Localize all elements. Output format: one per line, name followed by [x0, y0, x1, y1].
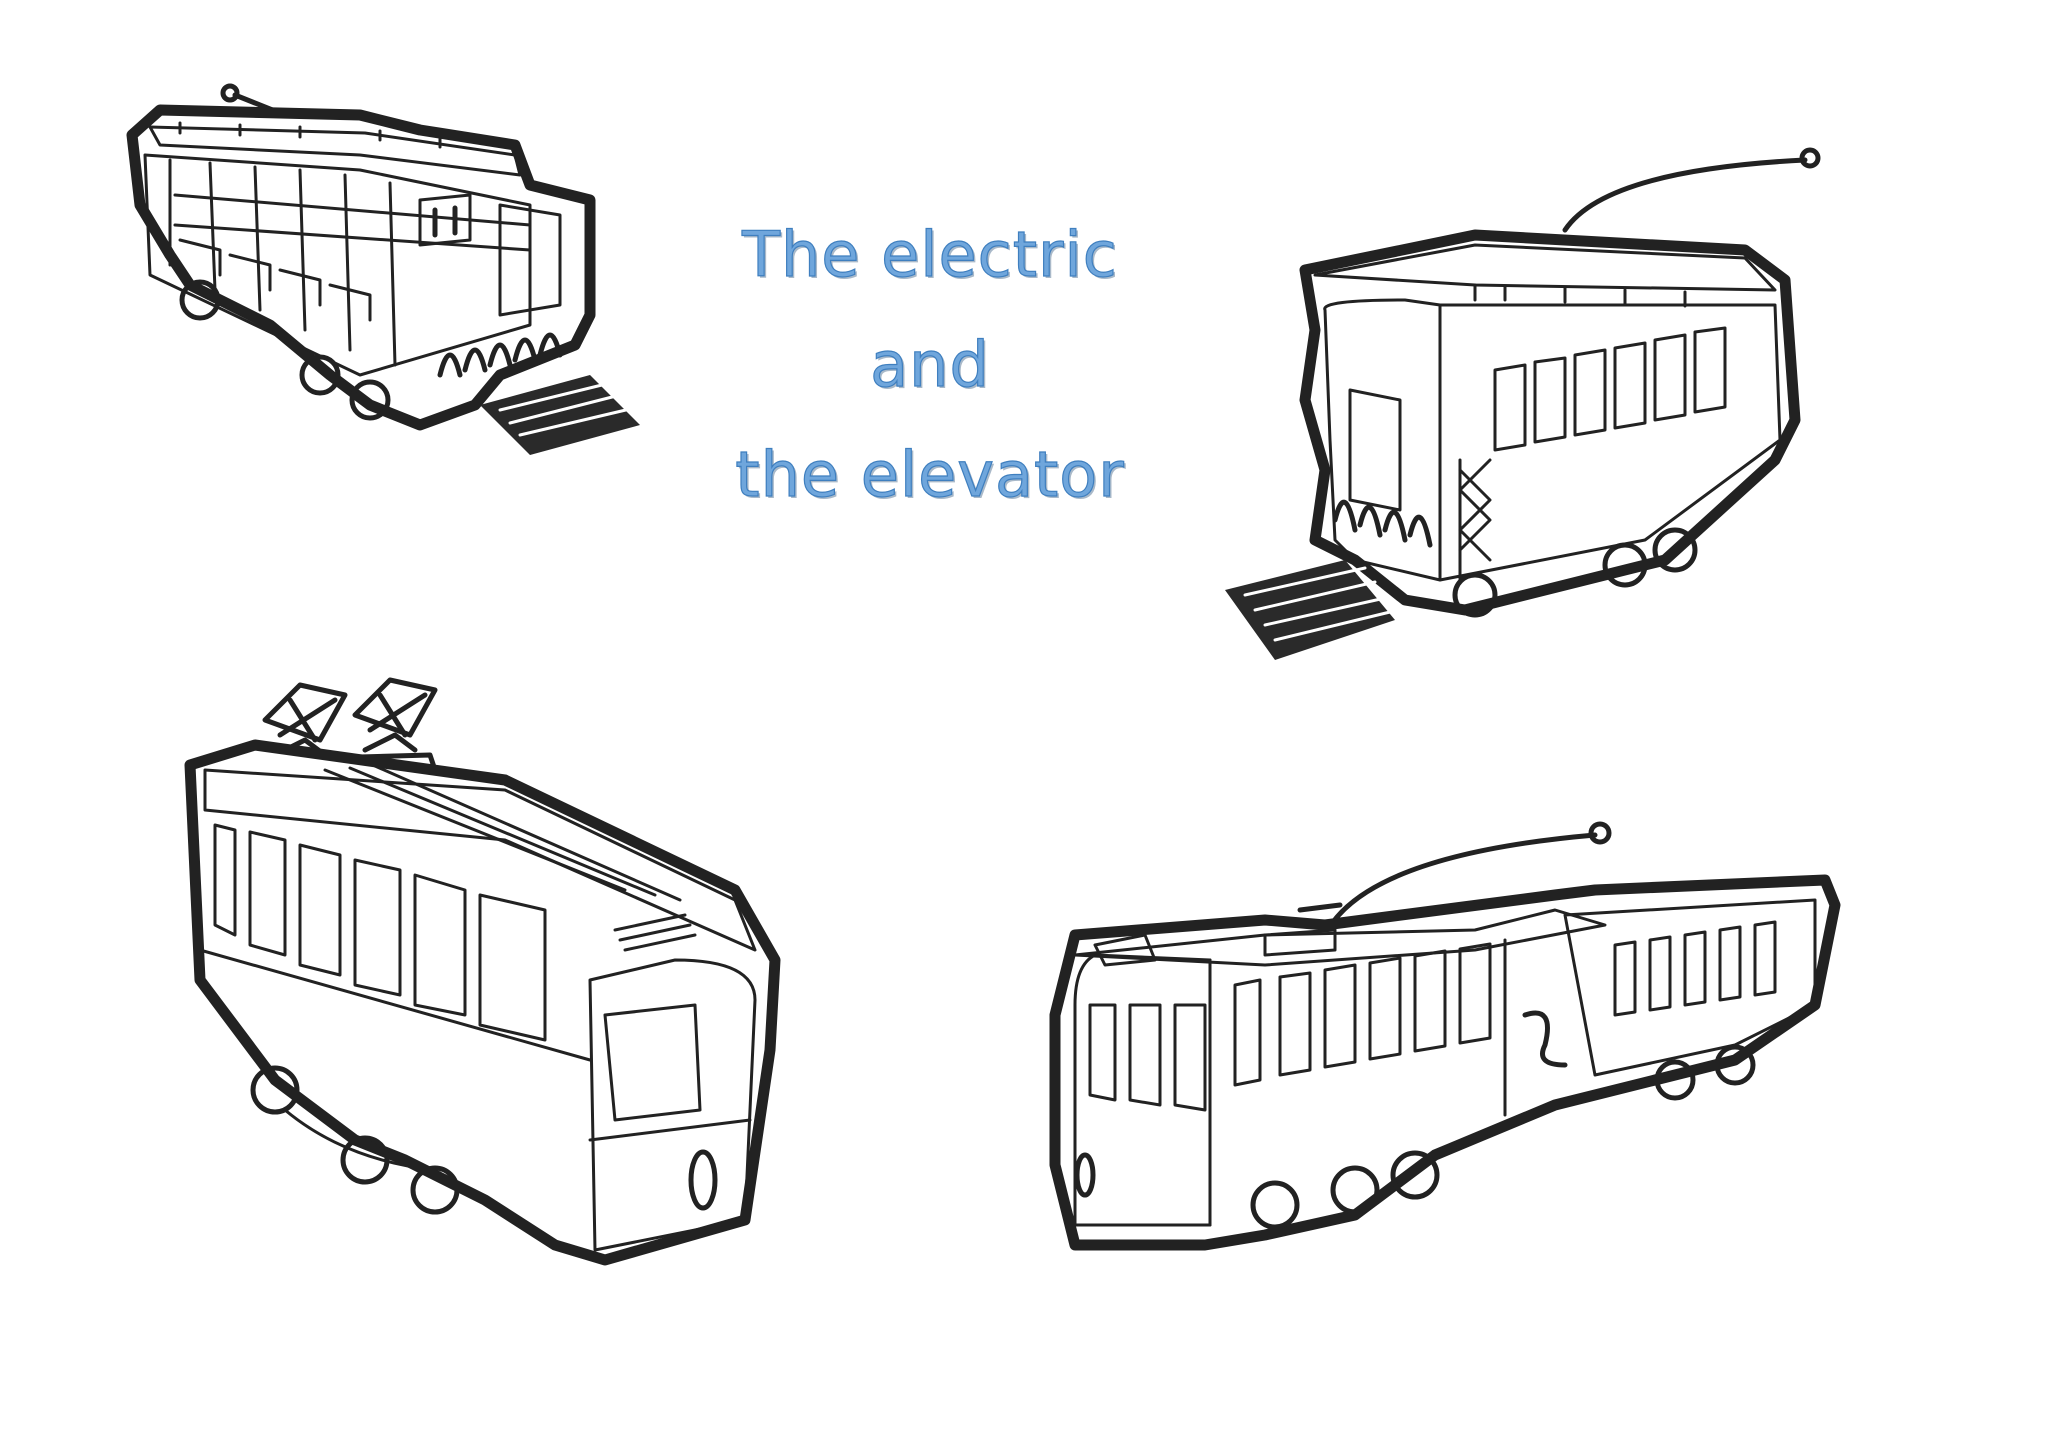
closed-tram-illustration: [1205, 140, 1845, 720]
page-title: The electric and the elevator: [700, 200, 1160, 530]
tram-with-trailer-icon: [1049, 821, 1841, 1251]
title-line-3: the elevator: [735, 437, 1125, 511]
open-tram-illustration: [120, 75, 680, 595]
pantograph-tram-illustration: [175, 660, 815, 1310]
open-tram-icon: [126, 83, 640, 455]
title-line-1: The electric: [742, 217, 1118, 291]
title-line-2: and: [870, 327, 990, 401]
closed-tram-icon: [1225, 147, 1821, 660]
tram-with-trailer-illustration: [1035, 815, 1855, 1295]
pantograph-tram-icon: [184, 677, 781, 1266]
